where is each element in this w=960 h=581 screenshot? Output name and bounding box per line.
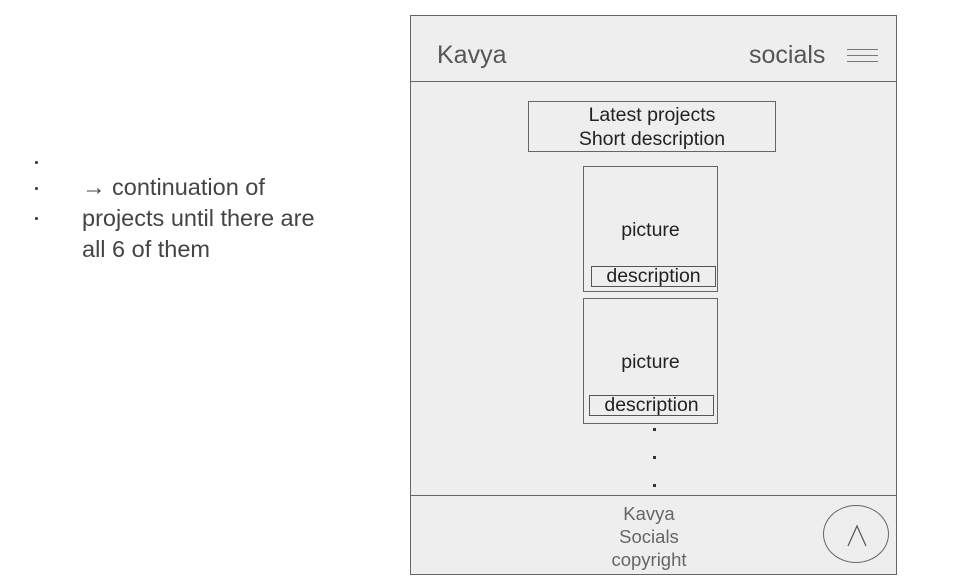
socials-link[interactable]: socials (749, 41, 826, 69)
bullet-dot (35, 161, 38, 164)
hamburger-menu-icon[interactable] (847, 49, 879, 67)
brand-logo[interactable]: Kavya (437, 41, 507, 69)
project-card[interactable]: picture description (583, 298, 718, 424)
annotation-line: projects until there are (82, 205, 315, 231)
wireframe-page: Kavya socials Latest projects Short desc… (410, 15, 897, 575)
project-card[interactable]: picture description (583, 166, 718, 292)
footer-brand[interactable]: Kavya (623, 503, 675, 524)
project-description: description (591, 266, 716, 287)
continuation-dot (653, 484, 656, 487)
scroll-to-top-button[interactable] (823, 505, 889, 563)
project-picture: picture (621, 351, 680, 373)
chevron-up-icon (847, 524, 867, 547)
annotation-line: all 6 of them (82, 236, 211, 262)
header: Kavya socials (411, 16, 896, 82)
footer: Kavya Socials copyright (411, 495, 896, 575)
footer-copyright: copyright (611, 549, 687, 570)
bullet-dot (35, 187, 38, 190)
footer-socials[interactable]: Socials (619, 526, 679, 547)
latest-projects-subtitle: Short description (578, 128, 726, 150)
project-picture: picture (621, 219, 680, 241)
footer-text: Kavya Socials copyright (599, 502, 699, 571)
latest-projects-title: Latest projects (588, 104, 716, 126)
annotation-line: → continuation of (82, 174, 265, 200)
bullet-dot (35, 217, 38, 220)
project-description: description (589, 395, 714, 416)
continuation-dot (653, 428, 656, 431)
continuation-dot (653, 456, 656, 459)
annotation-note: → continuation of projects until there a… (82, 172, 372, 265)
latest-projects-box: Latest projects Short description (528, 101, 776, 152)
